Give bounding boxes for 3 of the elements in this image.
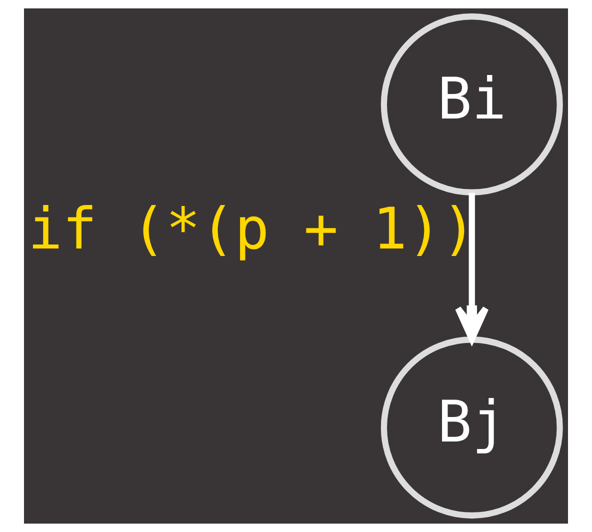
- edge-label: if (*(p + 1)): [28, 195, 476, 262]
- node-circle: Bi: [380, 13, 563, 196]
- node-circle: Bj: [380, 336, 563, 519]
